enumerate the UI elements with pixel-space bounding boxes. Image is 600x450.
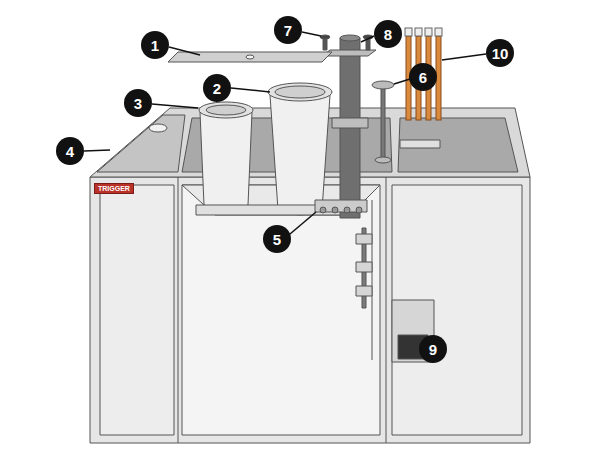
filter-sock bbox=[270, 95, 330, 215]
valve bbox=[320, 207, 326, 213]
leader-line bbox=[231, 88, 270, 92]
bracket bbox=[400, 140, 440, 148]
filter-sock-rim bbox=[268, 83, 332, 101]
drain-pipe-top bbox=[340, 35, 360, 41]
heater-cap bbox=[415, 28, 422, 36]
callout-number: 7 bbox=[284, 23, 292, 38]
heater-cap bbox=[435, 28, 442, 36]
valve bbox=[356, 207, 362, 213]
filter-sock-mouth bbox=[206, 105, 246, 115]
baffle bbox=[372, 200, 373, 360]
callout-number: 2 bbox=[213, 81, 221, 96]
heater-cap bbox=[425, 28, 432, 36]
heater-cap bbox=[405, 28, 412, 36]
float bbox=[356, 234, 372, 244]
leader-line bbox=[152, 104, 198, 108]
baffle bbox=[386, 177, 387, 443]
callout-number: 3 bbox=[134, 96, 142, 111]
lid bbox=[97, 115, 185, 172]
brand-logo: TRIGGER bbox=[94, 183, 134, 194]
disc bbox=[372, 81, 394, 89]
leader-line bbox=[442, 54, 486, 60]
leader-line bbox=[361, 36, 374, 42]
filter-sock-mouth bbox=[275, 86, 325, 98]
callout-circle: 6 bbox=[409, 63, 437, 91]
callout-number: 5 bbox=[273, 232, 281, 247]
callout-number: 1 bbox=[151, 38, 159, 53]
callout-circle: 4 bbox=[56, 137, 84, 165]
callout-circle: 3 bbox=[124, 89, 152, 117]
filter-sock bbox=[200, 112, 252, 210]
callout-circle: 2 bbox=[203, 74, 231, 102]
callout-circle: 5 bbox=[263, 225, 291, 253]
left-chamber bbox=[100, 185, 174, 435]
callout-circle: 9 bbox=[419, 335, 447, 363]
pipe-bracket bbox=[332, 118, 368, 128]
callout-circle: 10 bbox=[486, 39, 514, 67]
leader-line bbox=[169, 47, 200, 55]
callout-number: 9 bbox=[429, 342, 437, 357]
rod bbox=[381, 86, 385, 162]
filter-sock-rim bbox=[199, 102, 253, 118]
float bbox=[356, 286, 372, 296]
cover-hole bbox=[246, 55, 254, 59]
front-panel bbox=[90, 177, 530, 443]
leader-line bbox=[302, 32, 321, 36]
manifold bbox=[315, 200, 367, 212]
callout-number: 6 bbox=[419, 70, 427, 85]
float bbox=[356, 262, 372, 272]
valve bbox=[344, 207, 350, 213]
callout-circle: 1 bbox=[141, 31, 169, 59]
disc bbox=[375, 157, 391, 163]
middle-chamber bbox=[182, 185, 380, 435]
baffle bbox=[178, 177, 179, 443]
valve bbox=[332, 207, 338, 213]
callout-number: 8 bbox=[384, 27, 392, 42]
brand-text: TRIGGER bbox=[98, 185, 130, 192]
callout-circle: 7 bbox=[274, 16, 302, 44]
screw-head bbox=[320, 35, 330, 39]
callout-number: 4 bbox=[66, 144, 74, 159]
right-opening bbox=[398, 118, 518, 172]
lid-hole bbox=[149, 124, 167, 132]
leader-line bbox=[290, 212, 316, 234]
right-chamber bbox=[392, 185, 522, 435]
callout-circle: 8 bbox=[374, 20, 402, 48]
callout-number: 10 bbox=[492, 46, 509, 61]
leader-line bbox=[84, 150, 110, 151]
leader-line bbox=[394, 79, 410, 84]
screw bbox=[323, 38, 327, 50]
